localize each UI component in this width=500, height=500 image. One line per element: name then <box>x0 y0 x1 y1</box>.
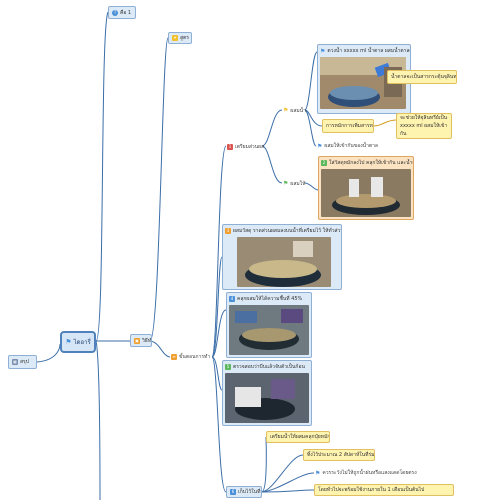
top-topic-node[interactable]: ? คือ 1 <box>108 6 136 19</box>
note-water-mix: เตรียมน้ำให้ผสมคลุกปุ๋ยหมักให้เข้ากัน <box>266 431 330 443</box>
water-node[interactable]: ⚑ ผสมน้ำ <box>282 105 306 116</box>
prep-node[interactable]: 1 เตรียมส่วนผสม <box>226 141 264 152</box>
flag-icon: ⚑ <box>283 107 289 114</box>
note-sugar: น้ำตาลจะเป็นสารกระตุ้นจุลินทรีย์ <box>387 70 457 84</box>
caution-node[interactable]: ⚑ ควรระวังไม่ให้ถูกน้ำฝนหรือแสงแดดโดยตรง <box>315 469 417 477</box>
summary-node[interactable]: ▦ สรุป <box>8 355 37 369</box>
card-title: ใส่วัสดุหมักลงไป คลุกให้เข้ากัน และน้ำตา… <box>329 160 414 166</box>
water-label: ผสมน้ำ <box>290 107 306 114</box>
step-badge-icon: 2 <box>321 160 327 166</box>
mix-node[interactable]: ⚑ ผสมให้ <box>282 178 306 189</box>
bulb-icon: ✦ <box>172 35 178 41</box>
flag-icon: ⚑ <box>317 142 323 150</box>
use-label: วิธีทำ <box>142 337 151 344</box>
step-badge-icon: 6 <box>230 489 236 495</box>
card-title: ตวงน้ำ xxxxx ml น้ำตาล ผสมน้ำตาลผสมกัน <box>327 48 410 54</box>
use-node[interactable]: ▣ วิธีทำ <box>130 334 152 347</box>
summary-label: สรุป <box>20 359 29 365</box>
step-badge-icon: 5 <box>225 364 231 370</box>
step-number-icon: 1 <box>227 143 233 150</box>
step-badge-icon: 4 <box>229 296 235 302</box>
summary-icon: ▦ <box>12 359 18 365</box>
note-two-weeks: ทิ้งไว้ประมาณ 2 สัปดาห์ในที่ร่ม <box>303 449 375 461</box>
prep-label: เตรียมส่วนผสม <box>235 143 264 150</box>
mix-label: ผสมให้ <box>290 180 306 187</box>
photo-bucket-mix <box>237 237 331 287</box>
card-title: คลุกผสมให้ได้ความชื้นที่ 45% <box>237 296 303 302</box>
card-title: ผสมวัสดุ ราดส่วนผสมลงบนน้ำที่เตรียมไว้ ใ… <box>233 228 341 234</box>
step-card-moisture[interactable]: 4 คลุกผสมให้ได้ความชื้นที่ 45% <box>226 292 312 358</box>
storage-step-node[interactable]: 6 เก็บไว้ในที่ร่มให้ดี แล้วหมักต่อไว้ <box>226 486 262 498</box>
root-node[interactable]: ⚑ ไดอารี่ <box>60 331 96 353</box>
steps-icon: ≡ <box>171 354 177 360</box>
flag-icon: ⚑ <box>65 338 72 346</box>
step-card-mix[interactable]: 2 ใส่วัสดุหมักลงไป คลุกให้เข้ากัน และน้ำ… <box>318 156 414 220</box>
note-ready: โดยทั่วไปจะพร้อมใช้งานภายใน 1 เดือนเป็นต… <box>314 484 454 496</box>
steps-label: ขั้นตอนการทำ <box>179 354 211 360</box>
step-badge-icon: 3 <box>225 228 231 234</box>
note-mix: จะช่วยให้จุลินทรีย์เป็น xxxxx ml ผสมให้เ… <box>396 113 452 139</box>
formula-node[interactable]: ✦ สูตร <box>168 32 192 44</box>
flag-icon: ⚑ <box>320 47 326 55</box>
flag-icon: ⚑ <box>283 180 289 187</box>
note-ferment: การหมักการเพิ่มสารหมักน้ำ <box>322 119 374 133</box>
warning-icon: ⚑ <box>315 469 321 477</box>
photo-mixing-hands <box>321 169 411 217</box>
root-label: ไดอารี่ <box>73 339 91 346</box>
photo-hands-bucket <box>229 305 309 355</box>
category-icon: ▣ <box>134 337 140 344</box>
card-title: ตรวจสอบว่าบีบแล้วจับตัวเป็นก้อน <box>233 364 305 370</box>
help-icon: ? <box>112 9 118 16</box>
steps-node[interactable]: ≡ ขั้นตอนการทำ <box>170 351 212 363</box>
step-card-pour[interactable]: 3 ผสมวัสดุ ราดส่วนผสมลงบนน้ำที่เตรียมไว้… <box>222 224 342 290</box>
top-topic-label: คือ 1 <box>120 9 132 16</box>
formula-label: สูตร <box>180 35 189 41</box>
step-card-check[interactable]: 5 ตรวจสอบว่าบีบแล้วจับตัวเป็นก้อน <box>222 360 312 426</box>
photo-squeeze-test <box>225 373 309 423</box>
